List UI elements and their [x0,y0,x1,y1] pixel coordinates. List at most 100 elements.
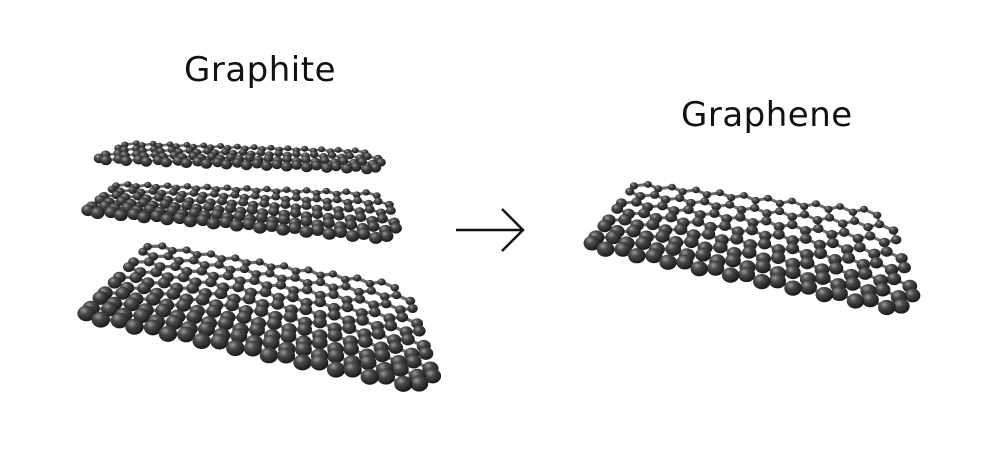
carbon-atom-icon [203,202,215,212]
carbon-atom-icon [341,163,353,174]
carbon-atom-icon [304,266,313,274]
carbon-atom-icon [764,194,772,202]
carbon-atom-icon [850,217,860,225]
carbon-atom-icon [800,202,809,210]
carbon-atom-icon [177,272,190,283]
carbon-atom-icon [315,278,326,287]
carbon-atom-icon [268,206,280,217]
carbon-atom-icon [628,248,646,264]
carbon-atom-icon [654,185,663,193]
carbon-atom-icon [220,159,233,170]
carbon-atom-icon [826,229,838,240]
carbon-atom-icon [730,233,744,245]
carbon-atom-icon [243,340,262,357]
carbon-atom-icon [352,191,361,199]
carbon-atom-icon [800,225,811,236]
carbon-atom-icon [860,205,868,213]
carbon-atom-icon [206,250,216,258]
carbon-atom-icon [343,342,359,356]
carbon-atom-icon [301,145,309,152]
carbon-atom-icon [377,278,386,286]
carbon-atom-icon [721,267,740,283]
carbon-atom-icon [238,198,249,207]
carbon-atom-icon [143,319,162,336]
carbon-atom-icon [354,287,364,297]
carbon-atom-icon [157,277,171,289]
carbon-atom-icon [163,252,173,261]
carbon-atom-icon [874,282,891,297]
carbon-atom-icon [302,278,313,288]
carbon-atom-icon [655,230,670,243]
carbon-atom-icon [225,299,239,312]
carbon-atom-icon [271,159,283,170]
carbon-atom-icon [629,182,639,190]
carbon-atom-icon [291,160,303,170]
carbon-atom-icon [735,212,746,222]
carbon-atom-icon [170,261,181,271]
carbon-atom-icon [825,213,835,222]
carbon-atom-icon [137,211,151,224]
carbon-atom-icon [895,253,908,264]
carbon-atom-icon [242,293,256,305]
carbon-atom-icon [129,272,143,283]
carbon-atom-icon [738,267,756,283]
carbon-atom-icon [625,187,635,196]
carbon-atom-icon [267,144,275,151]
carbon-atom-icon [300,162,313,173]
carbon-atom-icon [166,141,174,148]
carbon-atom-icon [357,335,373,348]
carbon-atom-icon [742,246,757,259]
carbon-atom-icon [140,156,152,167]
carbon-atom-icon [342,188,350,195]
carbon-atom-icon [124,181,132,188]
carbon-atom-icon [145,292,161,306]
carbon-atom-icon [251,158,263,169]
carbon-atom-icon [260,160,273,171]
carbon-atom-icon [897,261,911,274]
carbon-atom-icon [645,248,663,264]
carbon-atom-icon [137,282,151,295]
carbon-atom-icon [614,241,632,257]
carbon-atom-icon [206,304,222,318]
carbon-atom-icon [768,273,787,289]
carbon-atom-icon [864,231,876,241]
carbon-atom-icon [343,361,362,378]
carbon-atom-icon [812,216,823,225]
carbon-atom-icon [758,238,772,250]
carbon-atom-icon [246,205,258,215]
carbon-atom-icon [110,312,129,329]
carbon-atom-icon [786,242,800,255]
carbon-atom-icon [736,205,747,215]
carbon-atom-icon [800,210,810,219]
carbon-atom-icon [827,237,839,249]
carbon-atom-icon [292,193,301,202]
carbon-atom-icon [300,216,313,227]
carbon-atom-icon [219,216,233,229]
carbon-atom-icon [183,141,191,148]
carbon-atom-icon [328,270,338,278]
carbon-atom-icon [368,231,383,244]
carbon-atom-icon [813,239,826,251]
carbon-atom-icon [283,310,298,323]
carbon-atom-icon [683,205,694,215]
carbon-atom-icon [880,246,893,257]
carbon-atom-icon [186,282,199,294]
carbon-atom-icon [318,146,325,153]
carbon-atom-icon [635,236,652,251]
carbon-atom-icon [206,217,221,230]
carbon-atom-icon [212,157,224,168]
carbon-atom-icon [657,201,668,211]
carbon-atom-icon [251,192,260,200]
carbon-atom-icon [773,221,785,232]
carbon-atom-icon [280,161,293,172]
carbon-atom-icon [226,340,245,357]
carbon-atom-icon [787,220,798,230]
carbon-atom-icon [367,221,380,232]
carbon-atom-icon [380,230,394,242]
carbon-atom-icon [274,149,283,157]
carbon-atom-icon [92,291,109,305]
carbon-atom-icon [301,201,312,211]
graphite-layer-middle [81,181,402,244]
carbon-atom-icon [181,200,193,211]
carbon-atom-icon [892,298,910,314]
